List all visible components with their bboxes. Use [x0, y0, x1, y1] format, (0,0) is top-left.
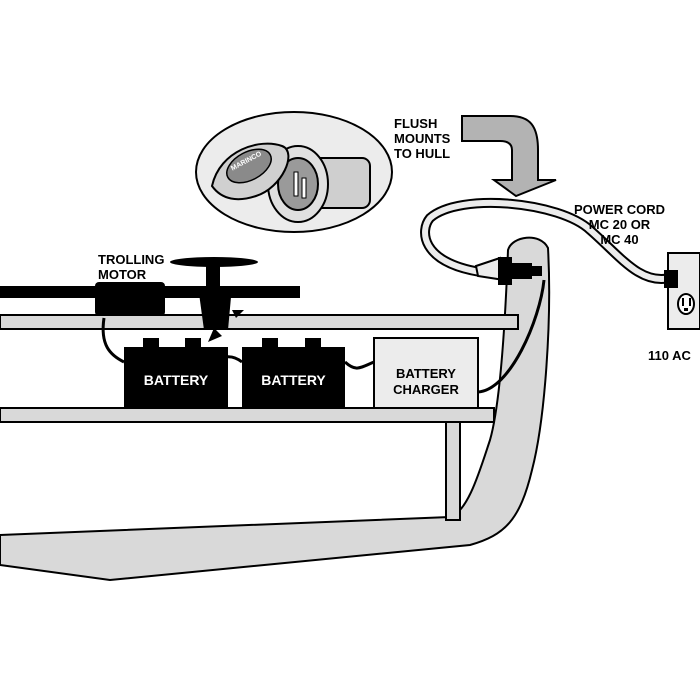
flush-line-1: FLUSH	[394, 116, 438, 131]
flush-mount-arrow	[461, 115, 557, 198]
charger-label: BATTERY CHARGER	[374, 366, 478, 398]
battery-1-label: BATTERY	[143, 372, 209, 388]
boat-hull	[0, 236, 551, 582]
trolling-line-1: TROLLING	[98, 252, 165, 267]
cord-line-1: POWER CORD	[574, 202, 665, 217]
charger-line-2: CHARGER	[393, 382, 459, 397]
flush-line-2: MOUNTS	[394, 131, 451, 146]
shelf-support	[445, 421, 461, 521]
charger-line-1: BATTERY	[396, 366, 456, 381]
cord-line-2: MC 20 OR	[588, 217, 651, 232]
battery-2-label: BATTERY	[261, 372, 326, 388]
flush-mount-label: FLUSH MOUNTS TO HULL	[394, 116, 450, 161]
wall-outlet	[664, 252, 700, 330]
lower-shelf	[0, 407, 495, 423]
trolling-motor	[0, 257, 300, 342]
inlet-closeup	[195, 111, 393, 233]
trolling-motor-label: TROLLING MOTOR	[98, 252, 164, 282]
battery-1	[124, 338, 228, 408]
ac-label: 110 AC	[648, 348, 691, 363]
cord-line-3: MC 40	[600, 232, 639, 247]
power-cord-label: POWER CORD MC 20 OR MC 40	[574, 202, 665, 247]
upper-shelf	[0, 314, 519, 330]
trolling-line-2: MOTOR	[98, 267, 147, 282]
hull-inlet	[474, 256, 542, 285]
battery-2	[242, 338, 345, 408]
battery-charger	[373, 337, 479, 409]
flush-line-3: TO HULL	[394, 146, 451, 161]
